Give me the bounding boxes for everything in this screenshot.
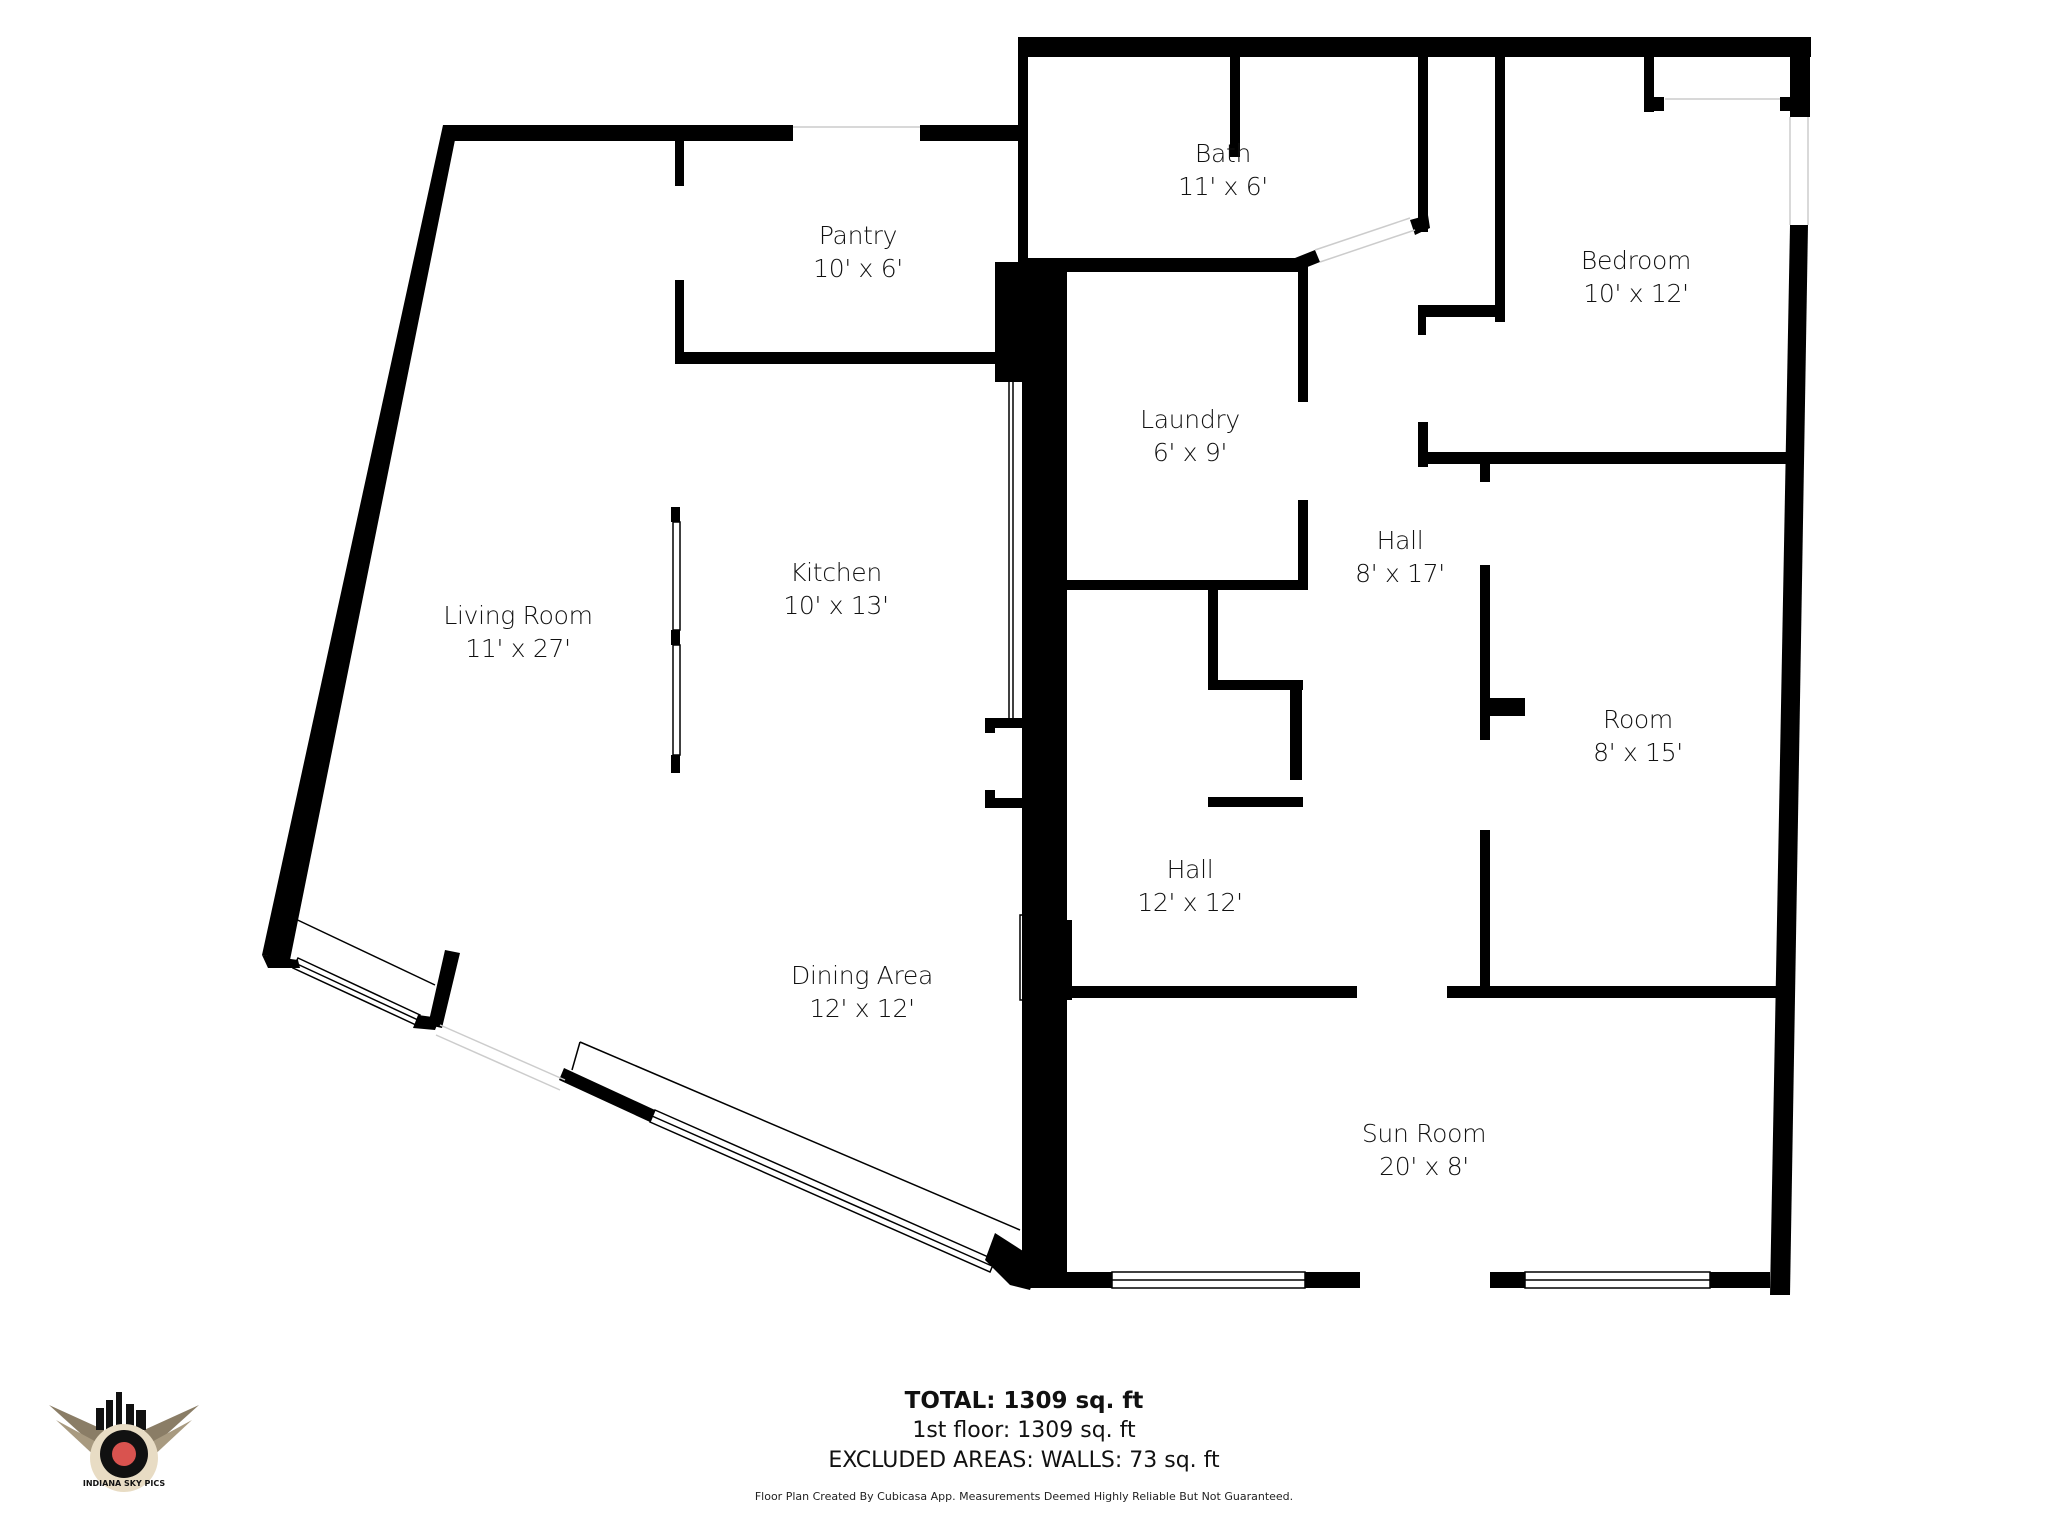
room-label-bath: Bath 11' x 6' [1178,138,1268,203]
disclaimer: Floor Plan Created By Cubicasa App. Meas… [754,1490,1294,1503]
room-label-hall-north: Hall 8' x 17' [1355,525,1445,590]
excluded-area: EXCLUDED AREAS: WALLS: 73 sq. ft [828,1448,1220,1473]
room-dimensions: 10' x 13' [783,590,889,620]
room-label-laundry: Laundry 6' x 9' [1140,404,1240,469]
indiana-sky-pics-logo: INDIANA SKY PICS [44,1390,204,1500]
room-label-kitchen: Kitchen 10' x 13' [783,557,889,622]
room-dimensions: 11' x 27' [465,633,571,663]
room-name: Sun Room [1361,1119,1487,1148]
room-label-pantry: Pantry 10' x 6' [813,220,903,285]
room-dimensions: 10' x 12' [1583,278,1689,308]
room-name: Hall [1166,855,1214,884]
room-label-sun-room: Sun Room 20' x 8' [1361,1118,1487,1183]
room-name: Hall [1376,526,1424,555]
room-dimensions: 6' x 9' [1152,437,1228,467]
room-dimensions: 20' x 8' [1379,1151,1469,1181]
room-dimensions: 8' x 15' [1593,737,1683,767]
room-label-bedroom: Bedroom 10' x 12' [1580,245,1692,310]
room-name: Bath [1194,139,1252,168]
area-summary: TOTAL: 1309 sq. ft 1st floor: 1309 sq. f… [0,1386,2048,1503]
room-name: Laundry [1140,405,1240,434]
room-label-room: Room 8' x 15' [1593,704,1683,769]
room-dimensions: 8' x 17' [1355,558,1445,588]
room-name: Living Room [443,601,593,630]
windows [286,98,1809,1289]
floor-area: 1st floor: 1309 sq. ft [912,1418,1136,1443]
room-dimensions: 10' x 6' [813,253,903,283]
total-area: TOTAL: 1309 sq. ft [904,1388,1144,1414]
room-label-hall-south: Hall 12' x 12' [1137,854,1243,919]
logo-text: INDIANA SKY PICS [83,1479,166,1488]
room-dimensions: 12' x 12' [1137,887,1243,917]
room-dimensions: 11' x 6' [1178,171,1268,201]
winged-camera-logo-icon: INDIANA SKY PICS [49,1392,199,1492]
room-name: Kitchen [790,558,882,587]
room-label-living-room: Living Room 11' x 27' [443,600,593,665]
room-label-dining-area: Dining Area 12' x 12' [791,960,933,1025]
room-name: Bedroom [1580,246,1692,275]
room-name: Room [1602,705,1673,734]
room-name: Dining Area [790,961,934,990]
room-dimensions: 12' x 12' [809,993,915,1023]
walls [262,37,1811,1295]
room-name: Pantry [818,221,898,250]
